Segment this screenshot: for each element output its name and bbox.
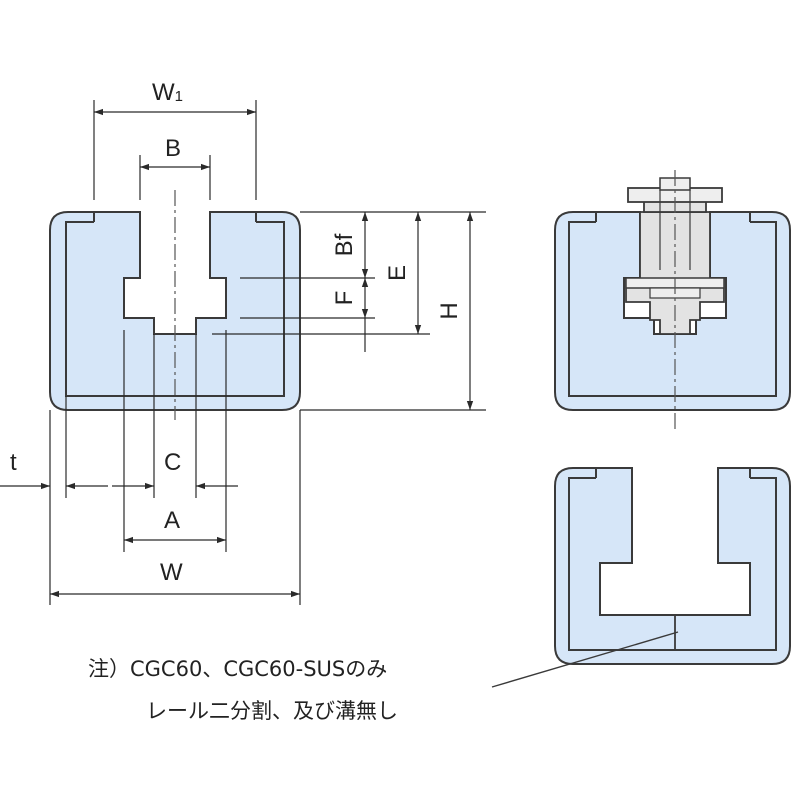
label-a: A [164, 507, 180, 534]
label-w1-subscript: 1 [175, 88, 183, 105]
left-rail-profile [49, 190, 301, 420]
rail-with-slider [554, 170, 791, 430]
rail-outer-outline [554, 211, 791, 411]
lip-edges [93, 212, 257, 222]
note-leader-line [491, 631, 679, 688]
dimension-vertical-set: Bf F E H [212, 211, 486, 411]
note-line-1: 注）CGC60、CGC60-SUSのみ [88, 657, 387, 681]
split-rail-profile [554, 467, 791, 665]
dimension-c: C [112, 334, 238, 498]
label-c: C [164, 449, 181, 476]
rail-inner-outline [65, 221, 285, 397]
note-line-2: レール二分割、及び溝無し [146, 699, 398, 723]
label-f: F [331, 291, 358, 306]
label-t: t [10, 449, 17, 476]
rail-outer-outline [554, 467, 791, 665]
dimension-w1: W1 [93, 79, 257, 200]
label-b: B [165, 135, 181, 162]
dimension-b: B [139, 135, 211, 200]
rail-inner-outline [568, 477, 777, 651]
label-bf: Bf [331, 233, 358, 256]
label-h: H [436, 302, 463, 319]
label-e: E [384, 265, 411, 281]
rail-inner-outline [568, 221, 777, 397]
label-w: W [160, 559, 183, 586]
dimension-w: W [50, 410, 301, 605]
label-w1: W [152, 79, 175, 106]
svg-text:W1: W1 [152, 79, 183, 106]
rail-outer-outline [49, 211, 301, 411]
dimension-t: t [0, 396, 108, 605]
dimension-a: A [123, 330, 227, 552]
